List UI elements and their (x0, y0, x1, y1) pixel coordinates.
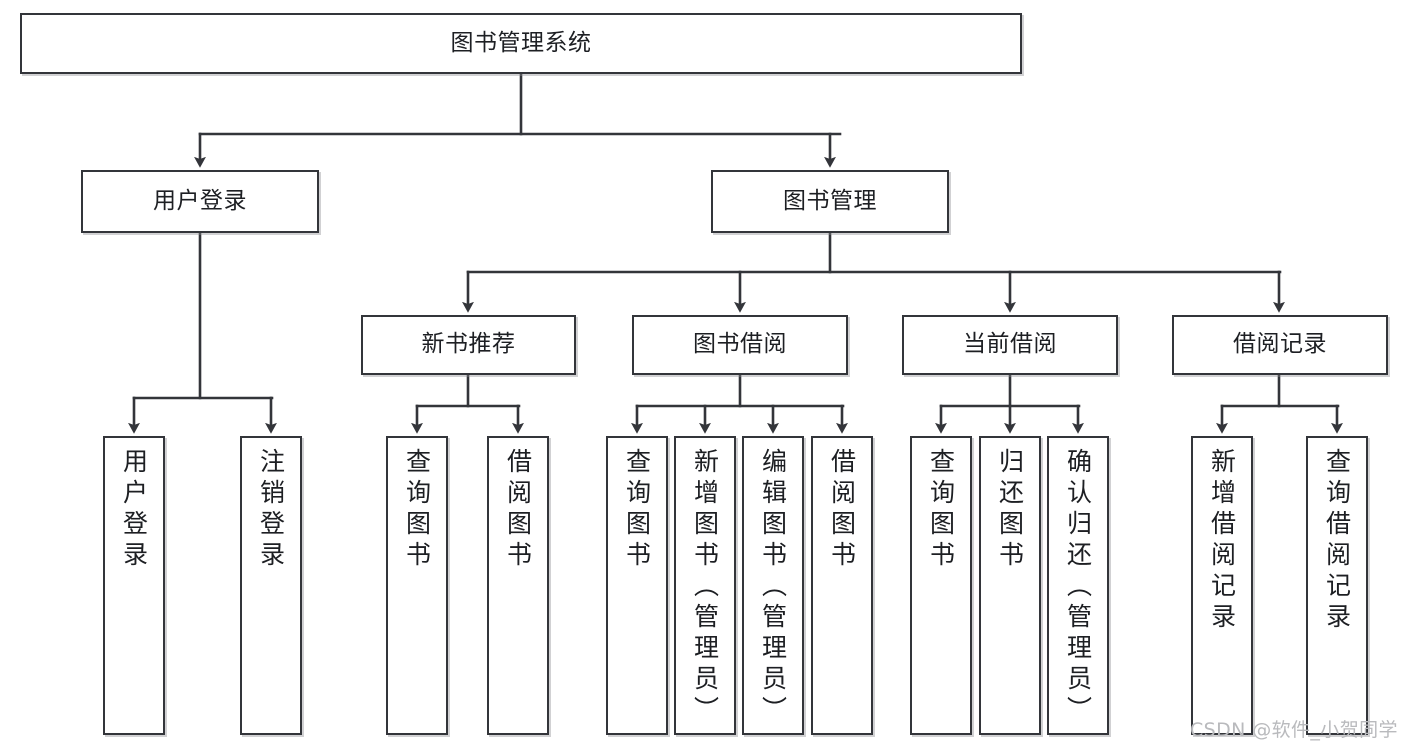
node-label: 归还图书 (995, 448, 1025, 572)
node-leaf-add-book[interactable]: 新增图书（管理员） (674, 436, 736, 735)
node-current-borrow[interactable]: 当前借阅 (902, 315, 1118, 375)
node-leaf-user-logout[interactable]: 注销登录 (240, 436, 302, 735)
node-leaf-query-record[interactable]: 查询借阅记录 (1306, 436, 1368, 735)
node-label: 用户登录 (119, 448, 149, 572)
node-label: 新书推荐 (421, 331, 516, 358)
node-leaf-borrow-book-1[interactable]: 借阅图书 (487, 436, 549, 735)
node-book-borrow[interactable]: 图书借阅 (632, 315, 848, 375)
node-leaf-query-book-1[interactable]: 查询图书 (386, 436, 448, 735)
node-label: 确认归还（管理员） (1063, 448, 1093, 727)
watermark-text: CSDN @软件_小贺同学 (1190, 719, 1398, 741)
node-label: 查询图书 (402, 448, 432, 572)
node-label: 借阅记录 (1233, 331, 1327, 358)
node-leaf-return-book[interactable]: 归还图书 (979, 436, 1041, 735)
node-label: 图书借阅 (693, 331, 787, 358)
node-label: 借阅图书 (503, 448, 533, 572)
node-leaf-edit-book[interactable]: 编辑图书（管理员） (742, 436, 804, 735)
node-new-book-recommend[interactable]: 新书推荐 (361, 315, 576, 375)
node-leaf-confirm-return[interactable]: 确认归还（管理员） (1047, 436, 1109, 735)
node-label: 查询借阅记录 (1322, 448, 1352, 634)
node-label: 编辑图书（管理员） (758, 448, 788, 727)
node-leaf-add-record[interactable]: 新增借阅记录 (1191, 436, 1253, 735)
node-leaf-query-book-3[interactable]: 查询图书 (910, 436, 972, 735)
node-label: 图书管理系统 (450, 29, 592, 56)
node-borrow-record[interactable]: 借阅记录 (1172, 315, 1388, 375)
node-label: 新增图书（管理员） (690, 448, 720, 727)
node-leaf-borrow-book-2[interactable]: 借阅图书 (811, 436, 873, 735)
node-root-system[interactable]: 图书管理系统 (20, 13, 1022, 74)
node-label: 图书管理 (783, 187, 877, 214)
node-label: 借阅图书 (827, 448, 857, 572)
node-label: 新增借阅记录 (1207, 448, 1237, 634)
node-label: 用户登录 (153, 187, 247, 214)
node-leaf-query-book-2[interactable]: 查询图书 (606, 436, 668, 735)
node-book-management[interactable]: 图书管理 (711, 170, 949, 233)
node-leaf-user-login[interactable]: 用户登录 (103, 436, 165, 735)
node-label: 查询图书 (926, 448, 956, 572)
node-label: 当前借阅 (963, 331, 1057, 358)
node-user-login[interactable]: 用户登录 (81, 170, 319, 233)
node-label: 查询图书 (622, 448, 652, 572)
node-label: 注销登录 (256, 448, 286, 572)
